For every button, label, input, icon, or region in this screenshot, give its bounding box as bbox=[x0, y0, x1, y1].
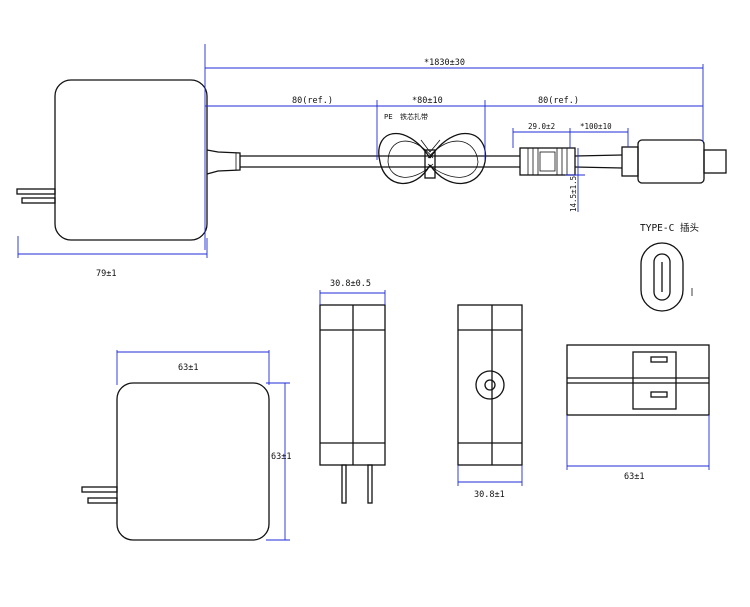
dim-ferrite-dia-text: 14.5±1.5 bbox=[569, 176, 578, 212]
tie-label-prefix: PE bbox=[384, 113, 393, 121]
dim-right-ref-text: 80(ref.) bbox=[538, 96, 579, 106]
connector-title: TYPE-C 插头 bbox=[640, 222, 699, 234]
cable-tie bbox=[378, 132, 487, 185]
dim-ferrite-plug-text: *100±10 bbox=[580, 122, 612, 131]
back-port-inner bbox=[484, 379, 496, 391]
back-body bbox=[457, 304, 523, 466]
plug-side-prong-upper bbox=[650, 356, 668, 363]
tie-label-cn: 铁芯扎带 bbox=[400, 112, 428, 121]
front-prong-upper bbox=[81, 486, 118, 493]
dim-front-height-text: 63±1 bbox=[271, 452, 291, 462]
front-adapter-body bbox=[116, 382, 270, 541]
side-prong-left bbox=[341, 464, 347, 504]
top-adapter-view bbox=[16, 79, 241, 241]
front-view: 63±1 63±1 bbox=[81, 350, 291, 541]
dim-front-width-text: 63±1 bbox=[178, 363, 198, 373]
top-prong-upper bbox=[16, 188, 56, 195]
back-view: 30.8±1 bbox=[457, 304, 523, 500]
dim-side-depth-text: 30.8±0.5 bbox=[330, 279, 371, 289]
top-prong-lower bbox=[21, 197, 56, 204]
plug-body bbox=[637, 139, 705, 184]
plug-side-prong-lower bbox=[650, 391, 668, 398]
tie-label: PE 铁芯扎带 bbox=[384, 112, 428, 121]
dim-refs: 80(ref.) *80±10 80(ref.) bbox=[205, 96, 703, 160]
top-adapter-body bbox=[54, 79, 208, 241]
front-prong-lower bbox=[87, 497, 118, 504]
side-view: 30.8±0.5 bbox=[319, 279, 386, 504]
dim-top-width: 79±1 bbox=[17, 236, 208, 279]
plug-side-inset bbox=[632, 351, 677, 410]
dim-top-width-text: 79±1 bbox=[96, 269, 116, 279]
strain-relief bbox=[206, 149, 241, 175]
dim-total-text: *1830±30 bbox=[424, 58, 465, 68]
typec-inner bbox=[653, 253, 671, 301]
dim-tie-text: *80±10 bbox=[412, 96, 443, 106]
dim-plug-side-width-text: 63±1 bbox=[624, 472, 644, 482]
ferrite-body bbox=[519, 147, 576, 176]
plug-side-view: 63±1 bbox=[566, 344, 710, 482]
plug-sleeve bbox=[621, 146, 639, 177]
plug-side-body bbox=[566, 344, 710, 416]
typec-outer bbox=[640, 242, 684, 312]
cable bbox=[240, 154, 623, 169]
dim-left-ref-text: 80(ref.) bbox=[292, 96, 333, 106]
tie-knot bbox=[424, 149, 436, 179]
dim-ferrite: 29.0±2 *100±10 14.5±1.5 bbox=[512, 122, 629, 212]
plug-tip bbox=[703, 149, 727, 174]
dim-ferrite-text: 29.0±2 bbox=[528, 122, 555, 131]
typec-face: TYPE-C 插头 bbox=[640, 222, 699, 312]
ferrite-core bbox=[519, 147, 576, 176]
dim-total: *1830±30 bbox=[204, 44, 704, 250]
side-prong-right bbox=[367, 464, 373, 504]
back-port-outer bbox=[475, 370, 505, 400]
dim-back-depth-text: 30.8±1 bbox=[474, 490, 505, 500]
typec-plug bbox=[621, 139, 727, 184]
